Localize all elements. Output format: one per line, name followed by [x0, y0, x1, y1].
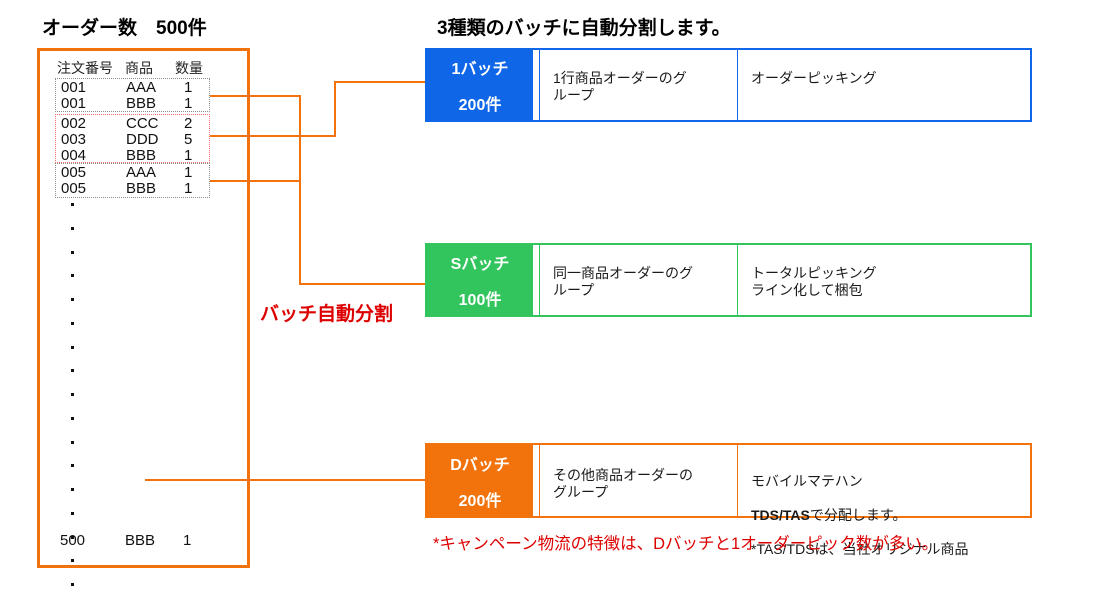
table-row: 002 CCC 2	[61, 115, 193, 132]
header-item: 商品	[125, 60, 153, 76]
dot	[71, 369, 74, 373]
dot	[71, 416, 74, 420]
batch-1-label: 1バッチ 200件	[427, 50, 533, 120]
order-count-title: オーダー数 500件	[42, 18, 207, 39]
batch-count: 200件	[458, 97, 502, 114]
batch-name: 1バッチ	[451, 61, 509, 78]
batch-name: Dバッチ	[450, 456, 510, 474]
ellipsis-dots	[71, 203, 75, 600]
campaign-footnote: *キャンペーン物流の特徴は、Dバッチと1オーダーピック数が多い。	[433, 535, 939, 553]
order-table-header: 注文番号 商品 数量	[57, 58, 203, 78]
connector-1batch-v	[334, 81, 336, 137]
connector-group1-h	[210, 95, 300, 97]
header-qty: 数量	[175, 60, 203, 76]
dot	[71, 488, 74, 491]
batch-d-label: Dバッチ 200件	[427, 445, 533, 516]
table-row-last: 500 BBB 1	[60, 532, 192, 549]
batch-split-label: バッチ自動分割	[260, 304, 394, 325]
dot	[71, 250, 74, 254]
dot	[71, 583, 74, 586]
table-row: 001 AAA 1	[61, 79, 193, 96]
connector-sbatch-h	[299, 283, 425, 285]
connector-group2-h	[210, 135, 336, 137]
table-row: 005 AAA 1	[61, 164, 193, 181]
batch-row-d: Dバッチ 200件 その他商品オーダーの グループ モバイルマテハン TDS/T…	[425, 443, 1032, 557]
batch-label-gap	[533, 245, 539, 315]
order-group-1: 001 AAA 1 001 BBB 1	[55, 78, 210, 112]
dot	[71, 511, 74, 515]
batch-count: 200件	[458, 492, 502, 510]
batch-name: Sバッチ	[450, 256, 510, 273]
batch-s-label: Sバッチ 100件	[427, 245, 533, 315]
batch-count: 100件	[458, 292, 502, 309]
batch-d-method: モバイルマテハン TDS/TASで分配します。 *TAS/TDSは、当社オリジナ…	[737, 445, 1030, 557]
dot	[71, 535, 74, 539]
batch-1-method: オーダーピッキング	[737, 50, 1030, 120]
batch-label-gap	[533, 50, 539, 120]
batch-s-description: 同一商品オーダーのグ ループ	[539, 245, 737, 315]
batch-row-1: 1バッチ 200件 1行商品オーダーのグ ループ オーダーピッキング	[425, 48, 1032, 122]
dot	[71, 226, 74, 230]
table-row: 001 BBB 1	[61, 95, 193, 112]
order-table-box: 注文番号 商品 数量 001 AAA 1 001 BBB 1 002 CCC 2	[37, 48, 250, 586]
dot	[71, 274, 74, 278]
dot	[71, 464, 74, 468]
table-row: 004 BBB 1	[61, 147, 193, 164]
dot	[71, 203, 74, 206]
dot	[71, 440, 74, 444]
header-order-no: 注文番号	[57, 60, 113, 76]
batch-label-gap	[533, 445, 539, 516]
batch-s-method: トータルピッキング ライン化して梱包	[737, 245, 1030, 315]
connector-group3-h	[210, 180, 301, 182]
table-row: 005 BBB 1	[61, 180, 193, 197]
batch-1-description: 1行商品オーダーのグ ループ	[539, 50, 737, 120]
table-row: 003 DDD 5	[61, 131, 193, 148]
dot	[71, 559, 74, 563]
split-title: 3種類のバッチに自動分割します。	[437, 18, 731, 39]
connector-1batch-h	[334, 81, 425, 83]
dot	[71, 393, 74, 396]
connector-sbatch-v	[299, 95, 301, 285]
batch-d-description: その他商品オーダーの グループ	[539, 445, 737, 516]
dot	[71, 298, 74, 301]
batch-row-s: Sバッチ 100件 同一商品オーダーのグ ループ トータルピッキング ライン化し…	[425, 243, 1032, 317]
dot	[71, 345, 74, 349]
order-group-3: 005 AAA 1 005 BBB 1	[55, 163, 210, 198]
connector-dbatch-h	[145, 479, 425, 481]
dot	[71, 321, 74, 325]
order-group-2: 002 CCC 2 003 DDD 5 004 BBB 1	[55, 114, 210, 164]
